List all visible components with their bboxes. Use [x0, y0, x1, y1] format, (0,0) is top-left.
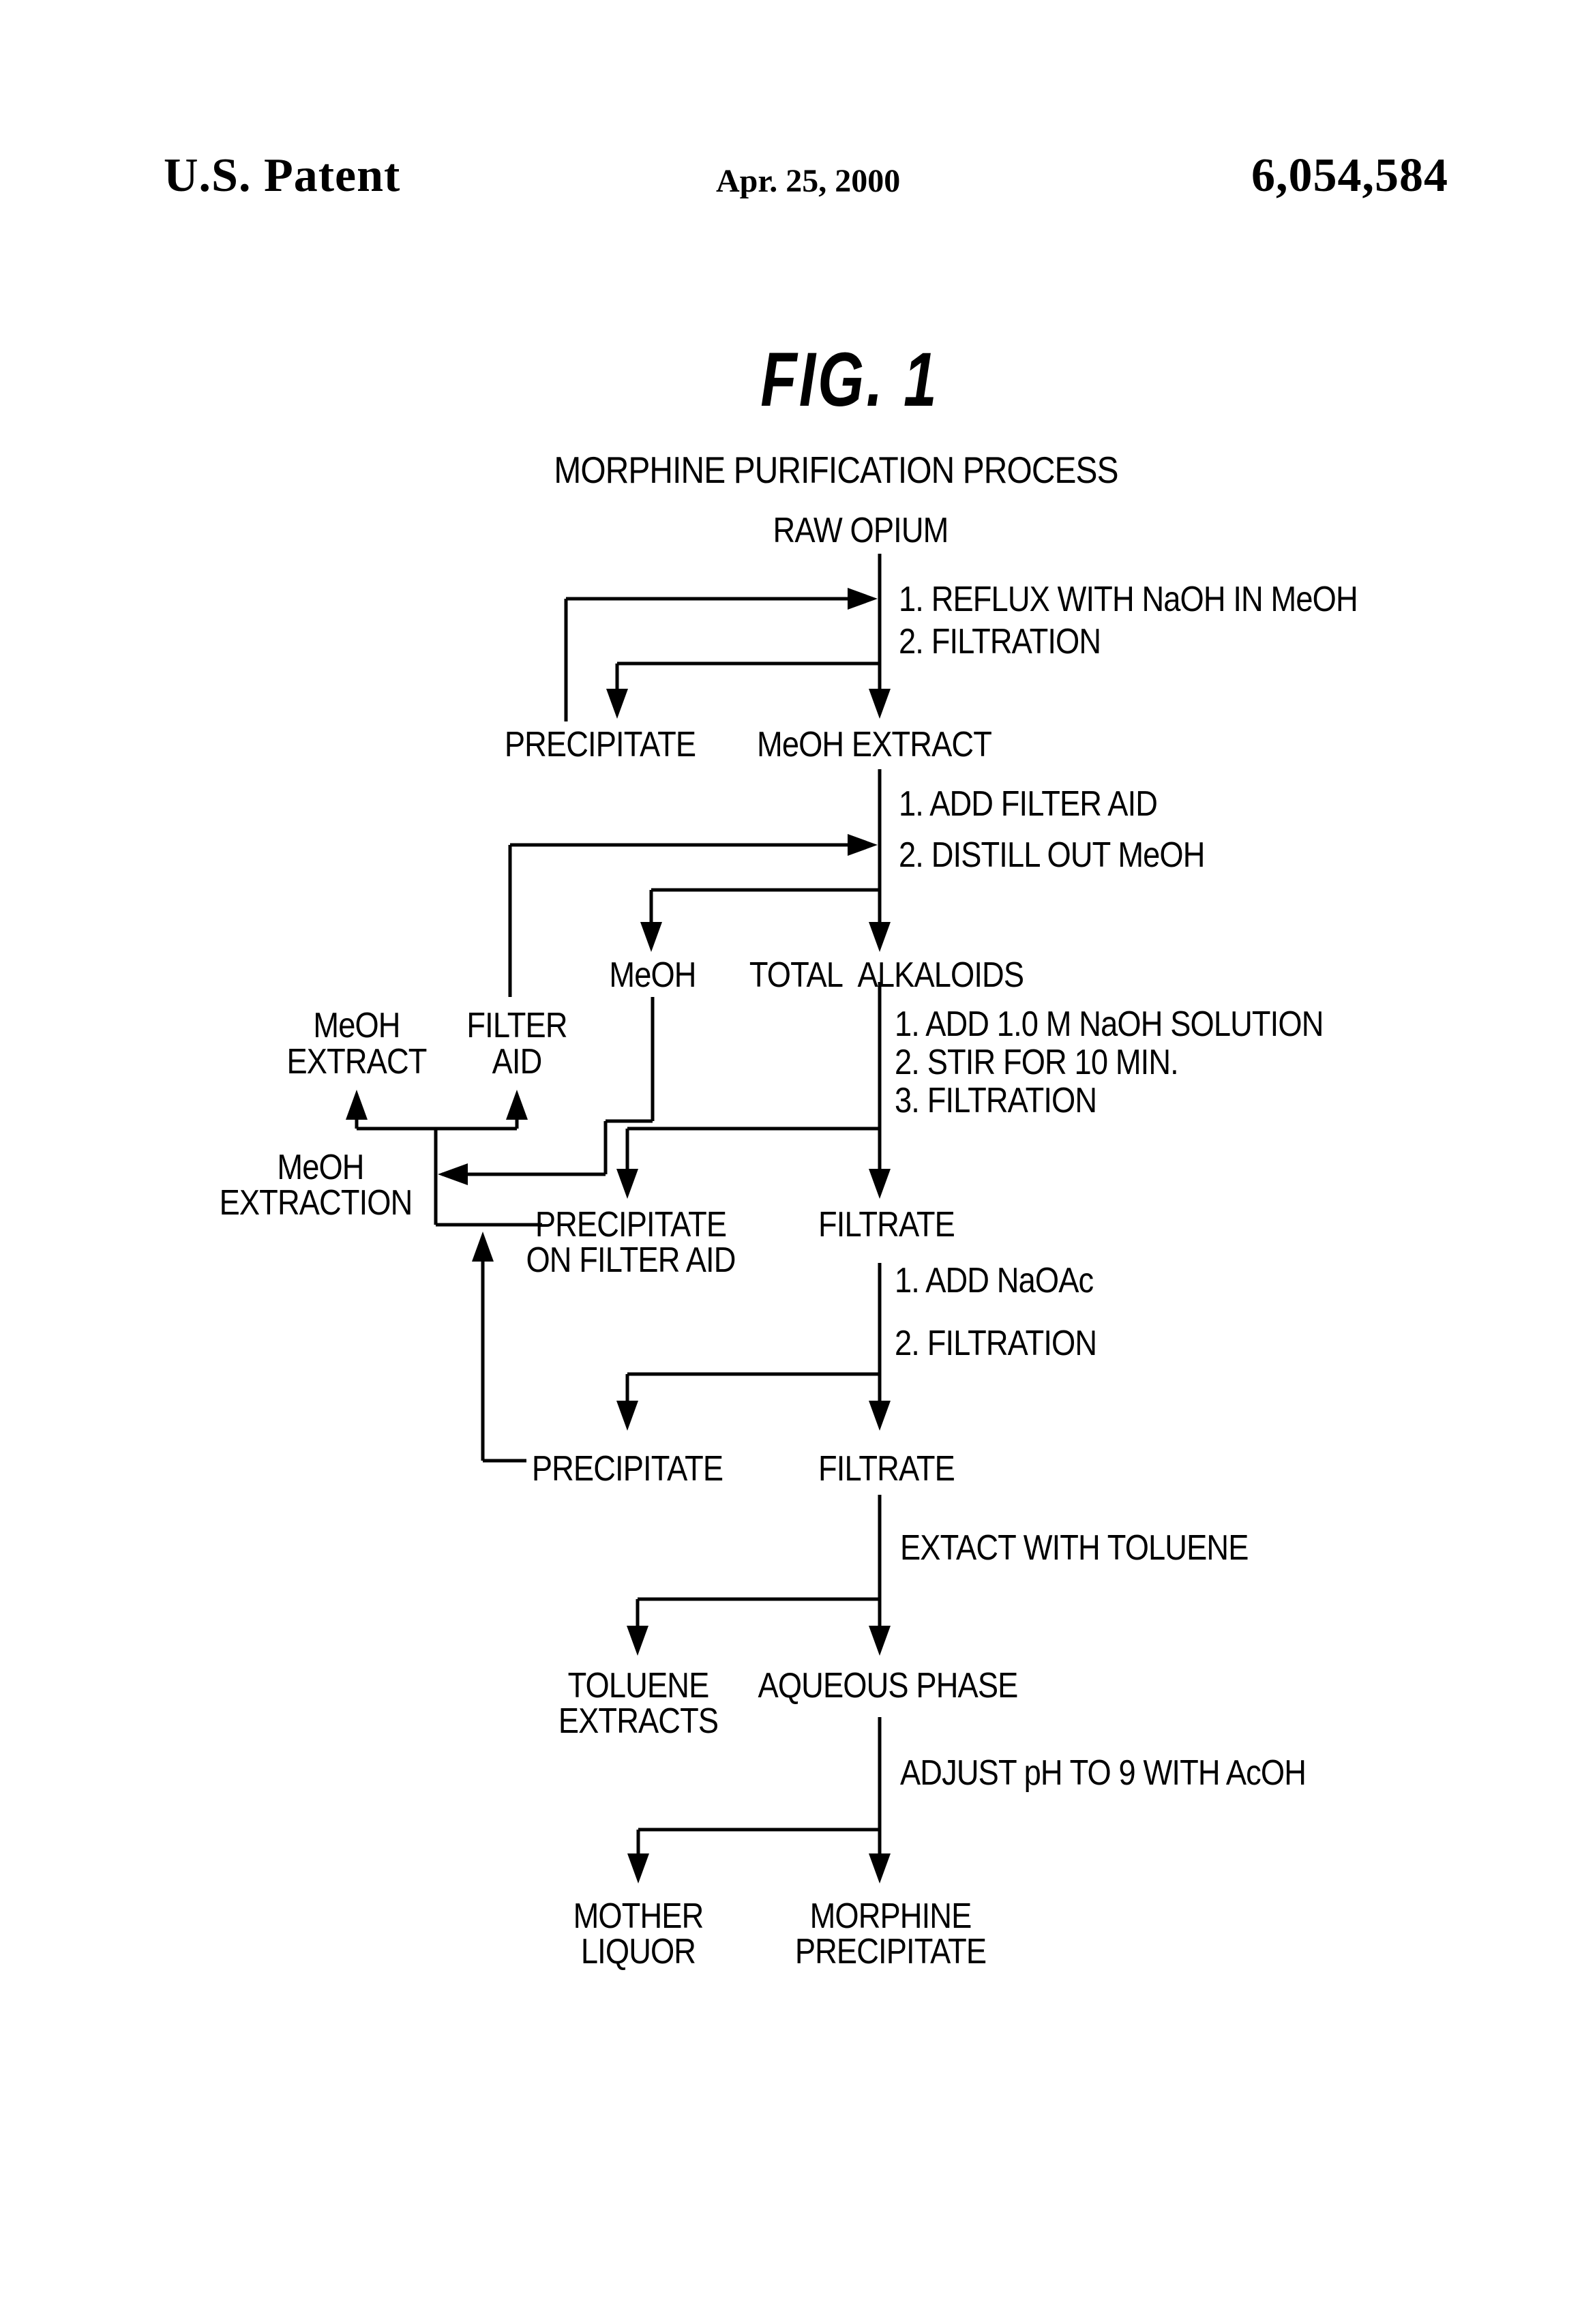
step1-op2: 2. FILTRATION: [899, 622, 1101, 661]
patent-header-label: U.S. Patent: [164, 149, 401, 202]
arrow-meoh-into-extraction: [438, 1163, 468, 1185]
step6-op1: ADJUST pH TO 9 WITH AcOH: [900, 1753, 1307, 1793]
node-precipitate-1: PRECIPITATE: [504, 725, 696, 764]
arrow-to-morphine-precipitate: [869, 1853, 891, 1883]
node-meoh-extract-out-line1: MeOH: [313, 1006, 400, 1045]
node-filter-aid-line1: FILTER: [466, 1006, 567, 1045]
node-toluene-extracts-line2: EXTRACTS: [558, 1701, 719, 1741]
step3-op1: 1. ADD 1.0 M NaOH SOLUTION: [895, 1004, 1324, 1044]
arrow-to-meoh-extract-out: [346, 1090, 368, 1120]
arrow-to-precipitate1: [606, 689, 628, 719]
node-aqueous-phase: AQUEOUS PHASE: [758, 1666, 1019, 1705]
node-precip-on-filter-aid-line1: PRECIPITATE: [535, 1205, 727, 1245]
node-total-alkaloids: TOTAL ALKALOIDS: [749, 955, 1024, 995]
arrow-to-aqueous-phase: [869, 1626, 891, 1656]
node-toluene-extracts-line1: TOLUENE: [567, 1666, 710, 1705]
node-meoh: MeOH: [609, 955, 696, 995]
step1-op1: 1. REFLUX WITH NaOH IN MeOH: [899, 580, 1358, 619]
node-mother-liquor-line1: MOTHER: [573, 1896, 704, 1936]
node-filter-aid-line2: AID: [492, 1042, 543, 1082]
node-meoh-extraction-line2: EXTRACTION: [219, 1183, 413, 1223]
node-morphine-precipitate-line2: PRECIPITATE: [794, 1932, 987, 1971]
step2-op1: 1. ADD FILTER AID: [899, 784, 1158, 824]
step3-op3: 3. FILTRATION: [895, 1081, 1097, 1120]
arrow-recycle-into-reflux: [848, 588, 878, 610]
node-filtrate-1: FILTRATE: [818, 1205, 955, 1245]
arrow-to-meoh-extract: [869, 689, 891, 719]
arrow-to-mother-liquor: [627, 1853, 649, 1883]
step3-op2: 2. STIR FOR 10 MIN.: [895, 1043, 1179, 1082]
patent-header-date: Apr. 25, 2000: [716, 163, 901, 199]
node-meoh-extract-main: MeOH EXTRACT: [757, 725, 992, 764]
node-filtrate-2: FILTRATE: [818, 1449, 955, 1489]
arrow-to-filtrate2: [869, 1401, 891, 1431]
arrow-recycle-into-extraction: [472, 1232, 494, 1262]
arrow-to-total-alkaloids: [869, 922, 891, 952]
figure-title: MORPHINE PURIFICATION PROCESS: [554, 449, 1118, 491]
arrow-to-meoh: [640, 922, 662, 952]
step4-op1: 1. ADD NaOAc: [895, 1261, 1094, 1300]
step4-op2: 2. FILTRATION: [895, 1324, 1097, 1363]
node-meoh-extract-out-line2: EXTRACT: [286, 1042, 427, 1082]
arrow-to-precip-on-filter-aid: [616, 1169, 638, 1199]
node-precip-on-filter-aid-line2: ON FILTER AID: [526, 1240, 736, 1280]
arrow-to-filtrate1: [869, 1169, 891, 1199]
node-precipitate-2: PRECIPITATE: [531, 1449, 723, 1489]
arrow-to-toluene-extracts: [627, 1626, 648, 1656]
node-morphine-precipitate-line1: MORPHINE: [809, 1896, 972, 1936]
node-raw-opium: RAW OPIUM: [773, 511, 949, 550]
node-meoh-extraction-line1: MeOH: [277, 1148, 364, 1187]
figure-label: FIG. 1: [760, 337, 939, 422]
patent-header-number: 6,054,584: [1251, 149, 1448, 202]
step5-op1: EXTACT WITH TOLUENE: [900, 1528, 1249, 1568]
arrow-to-filter-aid-out: [506, 1090, 528, 1120]
arrow-filter-aid-into-main: [848, 834, 878, 856]
step2-op2: 2. DISTILL OUT MeOH: [899, 835, 1205, 875]
node-mother-liquor-line2: LIQUOR: [580, 1932, 696, 1971]
arrow-to-precipitate2: [616, 1401, 638, 1431]
